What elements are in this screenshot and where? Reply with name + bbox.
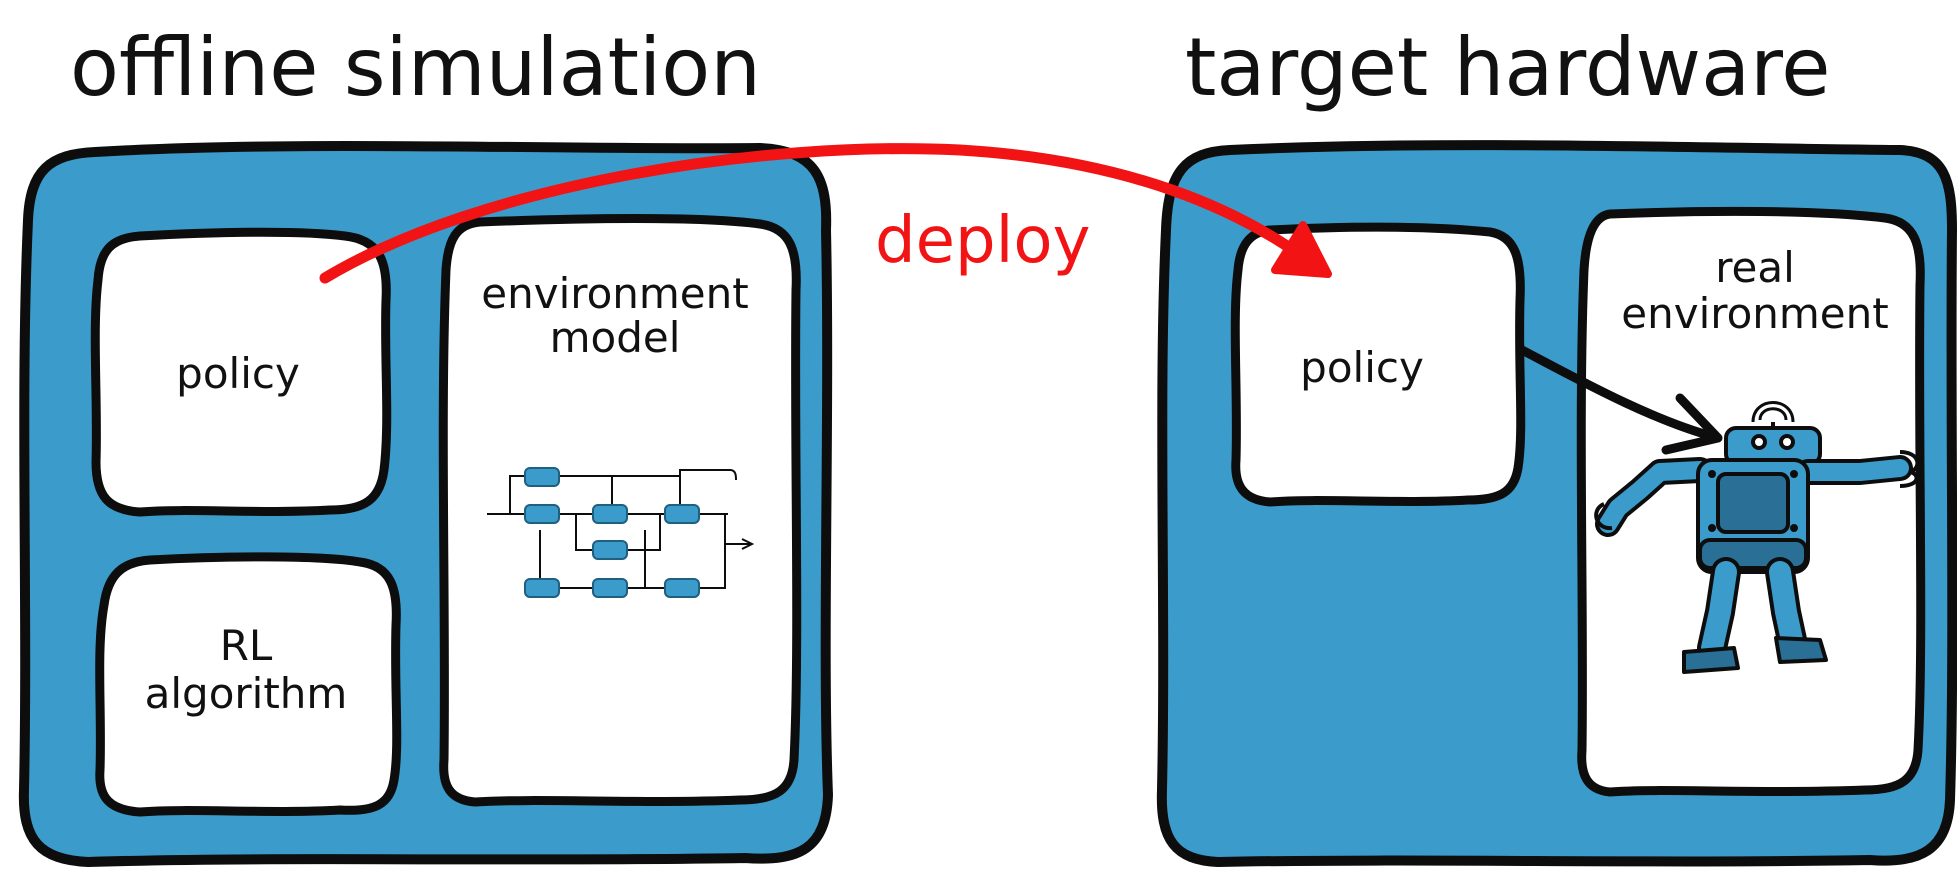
deploy-arrow-line (319, 143, 1316, 284)
real-environment-label-line1: real (1715, 243, 1795, 292)
deploy-arrowhead (1271, 221, 1332, 278)
left-policy-label: policy (176, 349, 300, 398)
deploy-arrow: deploy (319, 143, 1332, 284)
rl-algorithm-label-line2: algorithm (145, 669, 348, 718)
policy-to-robot-arrowhead (1661, 393, 1723, 455)
right-policy-box (1230, 222, 1526, 507)
right-policy-label: policy (1300, 343, 1424, 392)
robot-icon (1594, 401, 1920, 674)
right-panel: policy real environment (1156, 140, 1957, 867)
left-policy-box (90, 227, 392, 517)
right-panel-title: target hardware (1185, 21, 1830, 114)
environment-model-label-line1: environment (481, 269, 748, 318)
policy-to-robot-arrow (1517, 345, 1720, 442)
left-panel-title: offline simulation (70, 21, 761, 114)
block-diagram-icon (487, 469, 755, 589)
real-environment-label-line2: environment (1621, 289, 1888, 338)
deploy-label: deploy (875, 204, 1090, 278)
block-diagram-blocks (524, 467, 700, 598)
environment-model-label-line2: model (550, 313, 681, 362)
rl-algorithm-label-line1: RL (220, 621, 273, 670)
left-panel: policy RL algorithm environment model (18, 140, 833, 867)
rl-algorithm-box (95, 552, 402, 817)
